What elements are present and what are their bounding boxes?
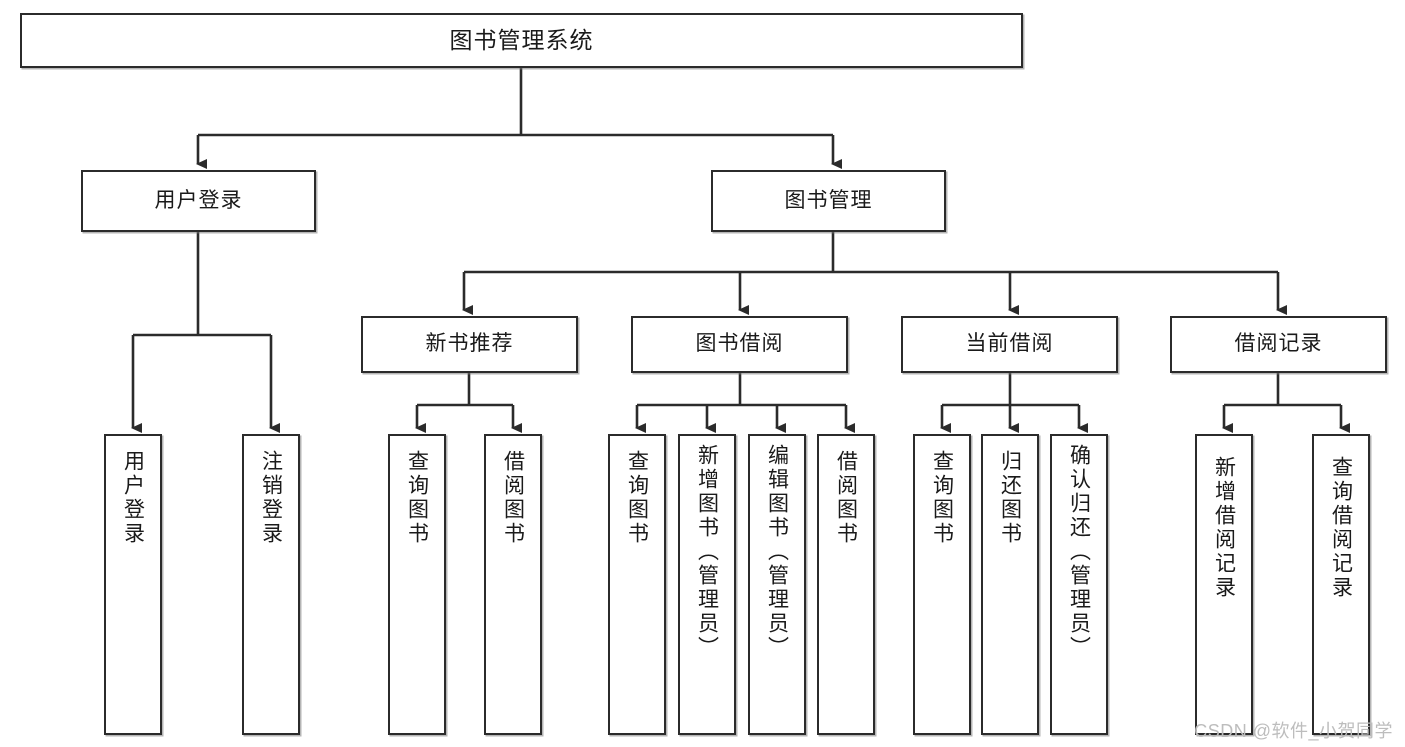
node-user-login[interactable]: 用户登录 xyxy=(81,170,316,232)
leaf-edit-book[interactable]: 编辑图书（管理员） xyxy=(748,434,806,735)
node-user-login-label: 用户登录 xyxy=(154,188,243,212)
leaf-query-book-1-label: 查询图书 xyxy=(405,450,429,546)
leaf-borrow-book-2[interactable]: 借阅图书 xyxy=(817,434,875,735)
node-current-borrow[interactable]: 当前借阅 xyxy=(901,316,1118,373)
node-new-book-recommend[interactable]: 新书推荐 xyxy=(361,316,578,373)
leaf-query-book-2-label: 查询图书 xyxy=(625,450,649,546)
node-book-management[interactable]: 图书管理 xyxy=(711,170,946,232)
leaf-user-logout[interactable]: 注销登录 xyxy=(242,434,300,735)
leaf-add-book-label: 新增图书（管理员） xyxy=(695,444,719,660)
leaf-return-book-label: 归还图书 xyxy=(998,450,1022,546)
leaf-user-login-label: 用户登录 xyxy=(121,450,145,546)
node-book-management-label: 图书管理 xyxy=(784,188,873,212)
node-root-label: 图书管理系统 xyxy=(449,26,594,53)
leaf-confirm-return[interactable]: 确认归还（管理员） xyxy=(1050,434,1108,735)
leaf-query-book-3-label: 查询图书 xyxy=(930,450,954,546)
leaf-edit-book-label: 编辑图书（管理员） xyxy=(765,444,789,660)
csdn-watermark: CSDN @软件_小贺同学 xyxy=(1194,721,1393,741)
leaf-query-book-3[interactable]: 查询图书 xyxy=(913,434,971,735)
node-borrow-record[interactable]: 借阅记录 xyxy=(1170,316,1387,373)
leaf-user-logout-label: 注销登录 xyxy=(259,450,283,546)
leaf-borrow-book-2-label: 借阅图书 xyxy=(834,450,858,546)
leaf-query-book-1[interactable]: 查询图书 xyxy=(388,434,446,735)
node-current-borrow-label: 当前借阅 xyxy=(965,332,1054,356)
leaf-add-book[interactable]: 新增图书（管理员） xyxy=(678,434,736,735)
leaf-query-record[interactable]: 查询借阅记录 xyxy=(1312,434,1370,735)
leaf-add-record-label: 新增借阅记录 xyxy=(1212,456,1236,600)
node-book-borrow[interactable]: 图书借阅 xyxy=(631,316,848,373)
node-new-book-recommend-label: 新书推荐 xyxy=(425,332,514,356)
node-borrow-record-label: 借阅记录 xyxy=(1234,332,1323,356)
node-book-borrow-label: 图书借阅 xyxy=(695,332,784,356)
leaf-return-book[interactable]: 归还图书 xyxy=(981,434,1039,735)
leaf-confirm-return-label: 确认归还（管理员） xyxy=(1067,444,1091,660)
leaf-user-login[interactable]: 用户登录 xyxy=(104,434,162,735)
leaf-borrow-book-1[interactable]: 借阅图书 xyxy=(484,434,542,735)
leaf-add-record[interactable]: 新增借阅记录 xyxy=(1195,434,1253,735)
leaf-query-record-label: 查询借阅记录 xyxy=(1329,456,1353,600)
node-root[interactable]: 图书管理系统 xyxy=(20,13,1023,68)
leaf-query-book-2[interactable]: 查询图书 xyxy=(608,434,666,735)
leaf-borrow-book-1-label: 借阅图书 xyxy=(501,450,525,546)
